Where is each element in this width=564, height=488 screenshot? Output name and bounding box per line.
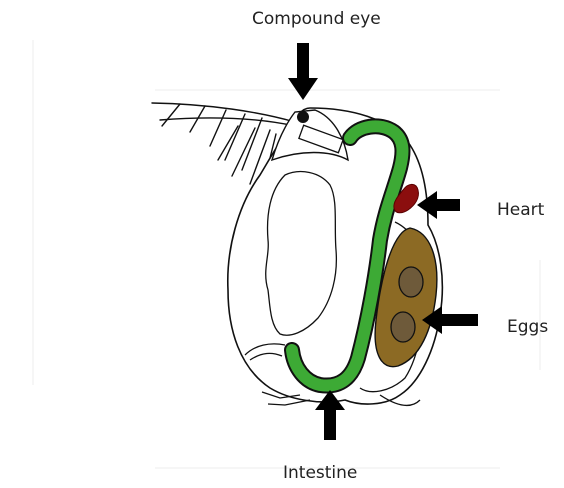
egg [399,267,423,297]
heart-label: Heart [497,200,544,220]
arrow-eye [288,43,318,100]
compound-eye-label: Compound eye [252,9,381,29]
compound-eye [297,111,309,123]
eggs-label: Eggs [507,317,548,337]
intestine-label: Intestine [283,463,357,483]
egg [391,312,415,342]
